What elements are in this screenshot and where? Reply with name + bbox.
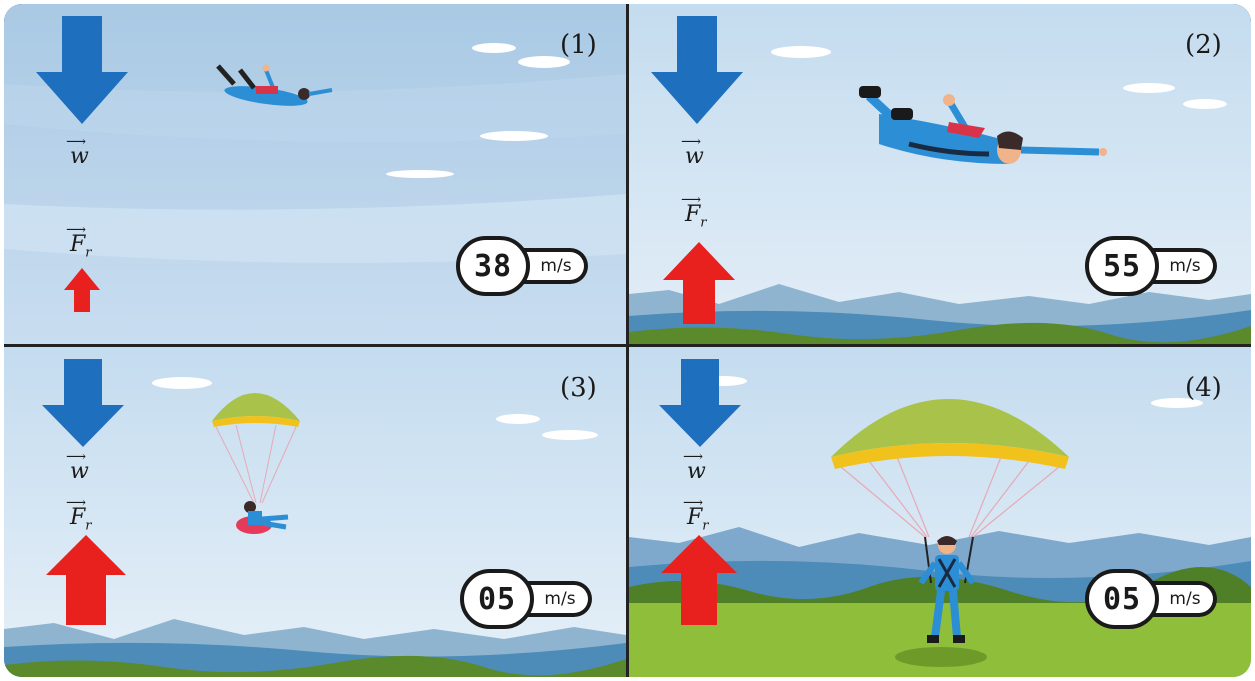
weight-arrow-icon — [649, 16, 745, 126]
speed-unit: m/s — [1149, 581, 1217, 617]
speed-value-display: 05 — [460, 569, 534, 629]
weight-label: ⟶w — [70, 144, 89, 169]
panel-4: (4) ⟶w ⟶Fr 05 m/s — [629, 347, 1251, 677]
drag-arrow-icon — [44, 533, 128, 625]
drag-label: ⟶Fr — [70, 232, 91, 260]
figure-frame: (1) ⟶w ⟶Fr 38 m/s — [4, 4, 1251, 677]
speed-value-display: 05 — [1085, 569, 1159, 629]
speed-unit: m/s — [520, 248, 588, 284]
weight-arrow-icon — [40, 359, 126, 449]
drag-label: ⟶Fr — [687, 505, 708, 533]
drag-label: ⟶Fr — [685, 202, 706, 230]
panel-number: (3) — [560, 373, 597, 403]
speed-unit: m/s — [524, 581, 592, 617]
drag-label: ⟶Fr — [70, 505, 91, 533]
weight-label: ⟶w — [685, 144, 704, 169]
speed-value-display: 38 — [456, 236, 530, 296]
drag-arrow-icon — [62, 266, 102, 312]
speed-value-display: 55 — [1085, 236, 1159, 296]
panel-number: (1) — [560, 30, 597, 60]
panel-2: (2) ⟶w ⟶Fr 55 m/s — [629, 4, 1251, 344]
weight-arrow-icon — [657, 359, 743, 449]
weight-label: ⟶w — [687, 459, 706, 484]
weight-arrow-icon — [34, 16, 130, 126]
panel-number: (2) — [1185, 30, 1222, 60]
panel-3: (3) ⟶w ⟶Fr 05 m/s — [4, 347, 626, 677]
panel-1: (1) ⟶w ⟶Fr 38 m/s — [4, 4, 626, 344]
panel-number: (4) — [1185, 373, 1222, 403]
speed-unit: m/s — [1149, 248, 1217, 284]
weight-label: ⟶w — [70, 459, 89, 484]
drag-arrow-icon — [659, 240, 739, 324]
drag-arrow-icon — [659, 533, 739, 625]
